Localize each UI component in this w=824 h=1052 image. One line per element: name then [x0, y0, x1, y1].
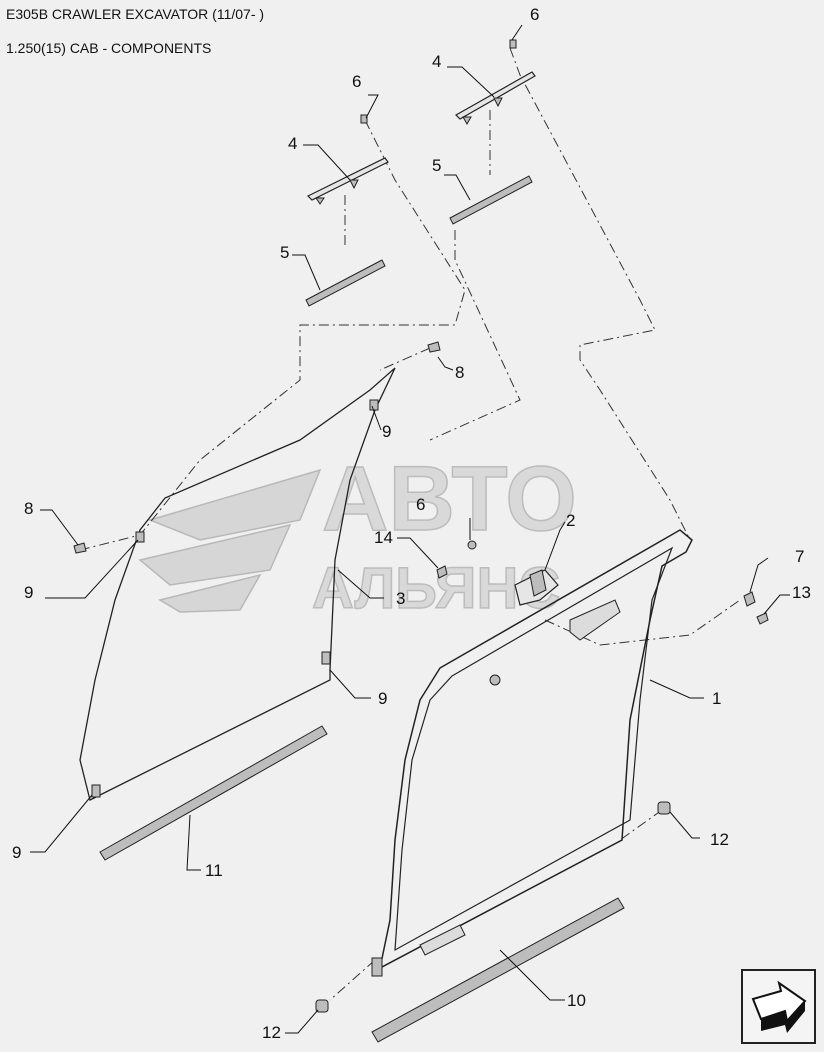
callout-6-mid: 6: [352, 72, 361, 91]
part-10-seal-strip: [371, 897, 625, 1043]
part-2-door-lock: [514, 569, 559, 606]
callout-6-lower: 6: [416, 495, 425, 514]
part-5-strip-left: [305, 259, 386, 307]
callout-12-right: 12: [710, 830, 729, 849]
watermark-line1: АВТО: [322, 448, 577, 550]
callout-1: 1: [712, 689, 721, 708]
part-11-seal-strip: [99, 725, 328, 861]
part-12-bumper-left: [315, 999, 329, 1013]
callout-12-left: 12: [262, 1023, 281, 1042]
callout-13: 13: [792, 583, 811, 602]
part-1-door-frame: [371, 529, 693, 977]
alignment-lines: [79, 47, 741, 1001]
watermark-emblem-icon: [138, 468, 322, 613]
callout-10: 10: [567, 991, 586, 1010]
watermark-logo: АВТО АЛЬЯНС: [138, 447, 578, 622]
part-13-cap: [756, 612, 769, 625]
part-6-screw-top: [509, 39, 517, 49]
part-4-rail-left: [306, 157, 389, 205]
callout-7: 7: [795, 547, 804, 566]
next-page-arrow-icon: [751, 980, 807, 1033]
callout-2: 2: [566, 511, 575, 530]
part-8-fastener-top: [427, 341, 441, 353]
leader-lines: [30, 24, 790, 1034]
callout-8-left: 8: [24, 499, 33, 518]
part-4-rail-right: [455, 71, 536, 126]
callout-4-left: 4: [288, 134, 297, 153]
part-7-bolt: [743, 591, 756, 607]
callout-9-bottom: 9: [12, 843, 21, 862]
callout-9-left: 9: [24, 583, 33, 602]
part-14-bracket: [436, 565, 448, 579]
callout-8-top: 8: [455, 363, 464, 382]
callout-labels: 6 4 6 4 5 5 8 9 8 6 14 2 9 3 7 13 1 9 12…: [12, 5, 811, 1042]
callout-6-top: 6: [530, 5, 539, 24]
part-5-strip-right: [449, 175, 533, 225]
next-page-button[interactable]: [741, 969, 816, 1044]
diagram-title: E305B CRAWLER EXCAVATOR (11/07- ): [6, 6, 265, 22]
callout-5-left: 5: [280, 243, 289, 262]
callout-14: 14: [374, 528, 393, 547]
callout-9-mid: 9: [378, 689, 387, 708]
section-title: 1.250(15) CAB - COMPONENTS: [6, 40, 212, 56]
part-8-fastener-left: [73, 542, 87, 554]
part-3-door-glass: [79, 367, 396, 801]
part-6-screw-mid: [360, 114, 368, 124]
callout-11: 11: [205, 861, 223, 880]
callout-5-right: 5: [432, 156, 441, 175]
part-6-screw-lower: [467, 540, 477, 550]
part-12-bumper-right: [657, 801, 671, 815]
callout-3: 3: [396, 589, 405, 608]
callout-4-right: 4: [432, 52, 441, 71]
callout-9-top: 9: [382, 422, 391, 441]
